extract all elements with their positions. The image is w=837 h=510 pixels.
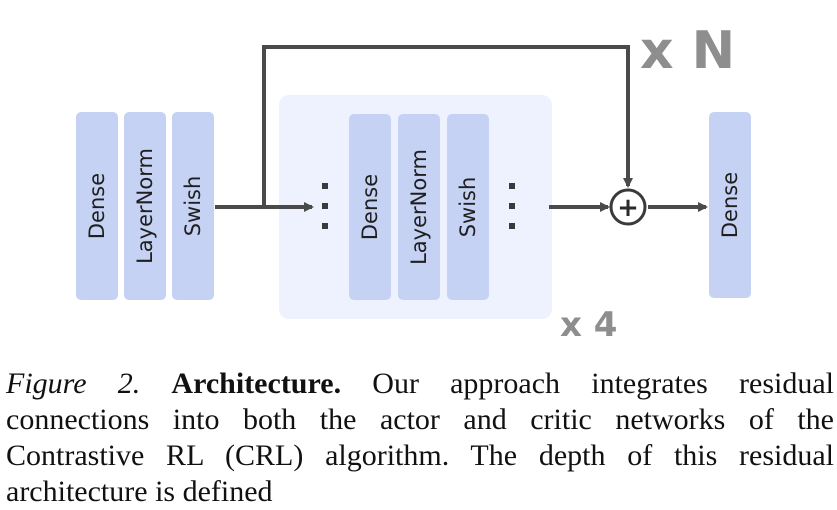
caption-title: Architecture. (171, 367, 342, 400)
output-dense-label: Dense (718, 172, 742, 238)
outer-layernorm-block (124, 112, 166, 300)
caption-figure-label: Figure 2. (6, 367, 141, 400)
outer-swish-label: Swish (181, 176, 205, 237)
add-symbol: + (617, 193, 639, 223)
caption-text: Our approach integrates residual connect… (6, 367, 835, 508)
outer-dense-label: Dense (85, 173, 109, 239)
skip-connection-arrow (262, 45, 633, 207)
inner-layernorm-block (398, 114, 440, 300)
ellipsis-right (509, 183, 515, 229)
outer-swish-block (172, 112, 214, 300)
output-dense-block (709, 112, 751, 298)
inner-layernorm-label: LayerNorm (407, 149, 431, 265)
figure-caption: Figure 2. Architecture. Our approach int… (6, 366, 834, 510)
outer-dense-block (76, 112, 118, 300)
add-node-icon (609, 188, 647, 226)
outer-layernorm-label: LayerNorm (133, 148, 157, 264)
repeat-n-label: x N (640, 21, 735, 81)
ellipsis-left (322, 183, 328, 229)
inner-dense-block (349, 114, 391, 300)
inner-swish-block (447, 114, 489, 300)
inner-swish-label: Swish (456, 177, 480, 238)
repeat-4-label: x 4 (560, 305, 617, 345)
architecture-diagram: Dense LayerNorm Swish Dense LayerNorm Sw… (76, 21, 751, 345)
inner-dense-label: Dense (358, 174, 382, 240)
